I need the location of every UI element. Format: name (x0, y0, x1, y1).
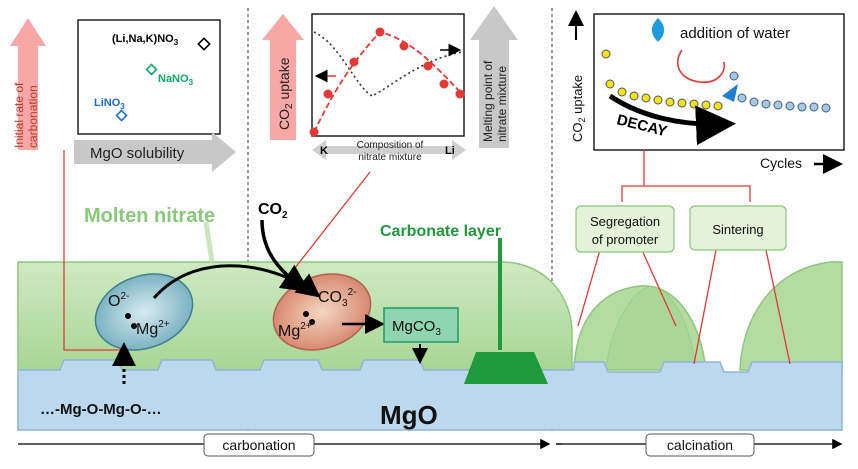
carbonate-ion-label: CO32- (318, 287, 356, 309)
link-rate-to-ion (63, 150, 130, 351)
co2-point (399, 41, 409, 51)
mgo-label: MgO (380, 400, 438, 430)
composition-axis-arrow (312, 140, 466, 160)
calcination-tag (645, 433, 755, 457)
composition-caption-2: nitrate mixture (358, 152, 422, 163)
water-callout-line (676, 49, 726, 83)
ion-dot (125, 313, 131, 319)
co2-point (349, 57, 359, 67)
molten-droplet-1-inner (605, 285, 697, 371)
panel-composition: CO2 uptake Melting point of nitrate mixt… (262, 6, 518, 163)
magnesium-ion-label: Mg2+ (136, 319, 170, 338)
na-nitrate-marker (145, 63, 158, 76)
co2-point (439, 79, 449, 89)
carbonate-layer-shape (464, 352, 548, 384)
oxide-ion-label: O2- (108, 291, 129, 310)
melting-point-arrow (470, 6, 518, 148)
ion-dot (303, 311, 309, 317)
magnesium-ion-label-2: Mg2+ (278, 321, 312, 340)
molten-nitrate-label: Molten nitrate (84, 205, 215, 227)
molten-pointer (203, 221, 215, 263)
cycles-x-label: Cycles (760, 155, 802, 171)
sintering-label: Sintering (712, 222, 763, 237)
initial-rate-label-1: Initial rate of (12, 82, 26, 148)
lattice-label: …-Mg-O-Mg-O-… (40, 401, 162, 418)
cycles-y-label: CO2 uptake (570, 75, 587, 142)
link-composition-to-ion (283, 171, 371, 283)
ion-dot (131, 323, 137, 329)
blue-cycle-points (729, 71, 831, 113)
axis-k-label: K (320, 145, 328, 157)
co2-uptake-label: CO2 uptake (276, 57, 295, 130)
calcination-label: calcination (667, 437, 733, 453)
segregation-box (575, 205, 675, 253)
water-annotation: addition of water (680, 25, 790, 42)
segregation-label-2: of promoter (592, 232, 659, 247)
mgo-dissolution-ellipse (94, 273, 194, 351)
link-sintering-2 (765, 249, 791, 365)
co2-uptake-points (309, 27, 465, 137)
co2-point (375, 27, 385, 37)
mgo-solubility-arrow (74, 132, 236, 172)
co2-point (309, 127, 319, 137)
decay-arrow (608, 93, 736, 146)
mgco3-box (383, 307, 459, 343)
link-sintering-1 (693, 249, 717, 365)
link-cycles-branch (621, 185, 751, 202)
axis-li-label: Li (445, 145, 455, 157)
mix-nitrate-marker (197, 37, 211, 51)
co2-point (323, 89, 333, 99)
melting-point-label-1: Melting point of (481, 60, 495, 142)
initial-rate-arrow (10, 18, 46, 150)
mgo-solubility-label: MgO solubility (90, 145, 185, 162)
mgco3-label: MgCO3 (392, 318, 441, 338)
timeline: carbonation calcination (18, 433, 843, 457)
carbonate-label: Carbonate layer (380, 223, 501, 240)
melting-point-label-2: nitrate mixture (495, 66, 509, 142)
panel-solubility: Initial rate of carbonation (Li,Na,K)NO3… (10, 18, 236, 172)
composition-plot-frame (311, 13, 465, 137)
segregation-label-1: Segregation (590, 214, 660, 229)
mgo-substrate (17, 359, 843, 431)
carbonation-tag (203, 433, 315, 457)
carbonation-label: carbonation (222, 437, 295, 453)
sintering-box (689, 205, 787, 251)
water-drop-icon (651, 18, 665, 42)
panel-cycles: CO2 uptake addition of water DECAY Cycle… (568, 10, 845, 174)
li-nitrate-marker (115, 109, 128, 122)
co2-point (455, 89, 465, 99)
ion-dot (309, 319, 315, 325)
molten-droplet-2 (739, 261, 843, 371)
link-segregation-1 (577, 249, 601, 327)
co2-label: CO2 (258, 201, 288, 221)
li-nitrate-label: LiNO3 (94, 97, 125, 111)
link-segregation-2 (641, 249, 677, 327)
co2-uptake-arrow (262, 14, 304, 140)
na-nitrate-label: NaNO3 (158, 73, 194, 87)
solubility-plot-frame (77, 19, 221, 135)
initial-rate-label-2: carbonation (26, 85, 40, 148)
co2-arrow (260, 219, 310, 292)
recovery-arrow (722, 84, 738, 102)
co2-point (423, 61, 433, 71)
mix-nitrate-label: (Li,Na,K)NO3 (112, 33, 179, 47)
composition-caption-1: Composition of (357, 140, 424, 151)
main-scene: Carbonate layer Molten nitrate Segregati… (17, 150, 843, 431)
